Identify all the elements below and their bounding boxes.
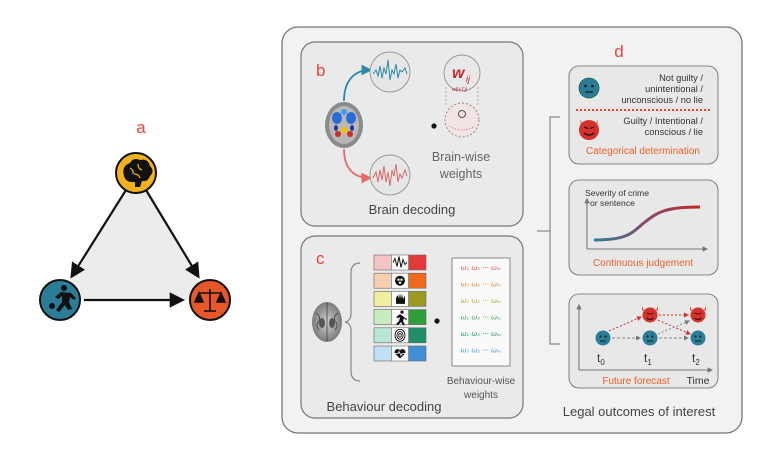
cat-top-line2: unintentional / [645, 84, 703, 94]
continuous-box: Severity of crime or sentence Continuous… [568, 179, 719, 276]
weight-symbol: w [452, 65, 466, 82]
neutral-face-icon [690, 330, 706, 346]
cat-top-line1: Not guilty / [659, 73, 703, 83]
brain-node [115, 152, 157, 194]
panel-a: a [39, 118, 231, 321]
arrow-to-signal-top [343, 64, 373, 102]
brain-weights-label-2: weights [439, 167, 482, 181]
running-person-icon [396, 310, 407, 326]
forecast-xlabel: Time [687, 375, 710, 387]
devil-face-icon [642, 306, 658, 323]
behaviour-row [373, 327, 427, 344]
weight-rows: ω₁ ω₂ ··· ωₘ ω₁ ω₂ ··· ωₘ ω₁ ω₂ ··· ωₘ ω₁ ω… [461, 264, 501, 355]
forecast-arrow-gray [657, 320, 690, 335]
behaviour-rows [373, 254, 427, 362]
weight-row-text: ω₁ ω₂ ··· ωₘ [461, 314, 501, 322]
behaviour-weights-box [451, 257, 511, 367]
forecast-box: t0 t1 t2 Future forecast Time [568, 293, 719, 389]
behaviour-weights-label-1: Behaviour-wise [447, 376, 516, 387]
curly-brace [344, 262, 361, 382]
panel-d-footer: Legal outcomes of interest [563, 404, 716, 419]
cat-bottom-line1: Guilty / Intentional / [623, 116, 703, 126]
panel-d-letter: d [614, 42, 623, 61]
continuous-ylabel-1: Severity of crime [585, 188, 649, 198]
signal-circle-bottom [369, 154, 411, 196]
neutral-face-icon [642, 330, 658, 346]
behaviour-weights-label-2: weights [463, 390, 498, 401]
forecast-title: Future forecast [602, 376, 669, 387]
t1-label: t1 [644, 351, 652, 367]
behaviour-row [373, 254, 427, 271]
weights-magnifier: w ij w(i+1)j [443, 54, 481, 138]
t2-label: t2 [692, 351, 700, 367]
panel-b-title: Brain decoding [369, 202, 456, 217]
continuous-ylabel-2: or sentence [590, 198, 635, 208]
panel-c-letter: c [316, 249, 325, 268]
weight-row-text: ω₁ ω₂ ··· ωₘ [461, 297, 501, 305]
heart-icon [394, 349, 406, 359]
weight-row-text: ω₁ ω₂ ··· ωₘ [461, 281, 501, 289]
dot-product-symbol-c [434, 318, 440, 324]
behaviour-row [373, 272, 427, 289]
cat-bottom-line2: conscious / lie [645, 127, 703, 137]
continuous-title: Continuous judgement [593, 258, 693, 269]
weight-row-text: ω₁ ω₂ ··· ωₘ [461, 347, 501, 355]
t0-label: t0 [597, 351, 605, 367]
arrow-to-signal-bottom [343, 148, 373, 184]
dot-product-symbol [431, 123, 437, 129]
brain-icon [123, 159, 153, 187]
weight-subscript: ij [466, 74, 471, 84]
brain-weights-label-1: Brain-wise [432, 150, 490, 164]
scales-icon [193, 289, 227, 312]
cat-top-line3: unconscious / no lie [621, 95, 703, 105]
forecast-arrow-red [608, 316, 642, 332]
categorical-title: Categorical determination [586, 146, 700, 157]
weight-row-text: ω₁ ω₂ ··· ωₘ [461, 264, 501, 272]
neutral-face-icon [578, 77, 600, 99]
panel-a-letter: a [136, 118, 146, 137]
fingerprint-icon [394, 328, 406, 342]
weight-row-text: ω₁ ω₂ ··· ωₘ [461, 330, 501, 338]
behaviour-row [373, 309, 427, 326]
panel-d: d Not guilty / unintentional / unconscio… [537, 42, 719, 419]
sigmoid-curve [593, 205, 701, 242]
devil-face-icon [579, 119, 599, 140]
triangle-background [60, 173, 210, 300]
behaviour-node [39, 279, 81, 321]
arrow-brain-to-behaviour [70, 189, 127, 279]
neutral-face-icon [595, 330, 611, 346]
panel-b: b w ij [300, 41, 524, 227]
weight-subscript-small: w(i+1)j [452, 87, 468, 93]
devil-face-icon [690, 306, 706, 323]
behaviour-row [373, 345, 427, 362]
audio-wave-icon [392, 256, 408, 268]
brain-scan-image [325, 102, 363, 148]
panel-b-letter: b [316, 61, 325, 80]
arrow-brain-to-law [145, 189, 200, 279]
hand-icon [396, 292, 405, 304]
behaviour-row [373, 291, 427, 307]
eye-icon [395, 275, 405, 286]
running-person-icon [49, 285, 76, 312]
law-node [189, 279, 231, 321]
categorical-box: Not guilty / unintentional / unconscious… [568, 65, 719, 165]
signal-circle-top [369, 51, 411, 93]
brain-axial-image [312, 302, 342, 342]
panel-c-title: Behaviour decoding [327, 399, 442, 414]
